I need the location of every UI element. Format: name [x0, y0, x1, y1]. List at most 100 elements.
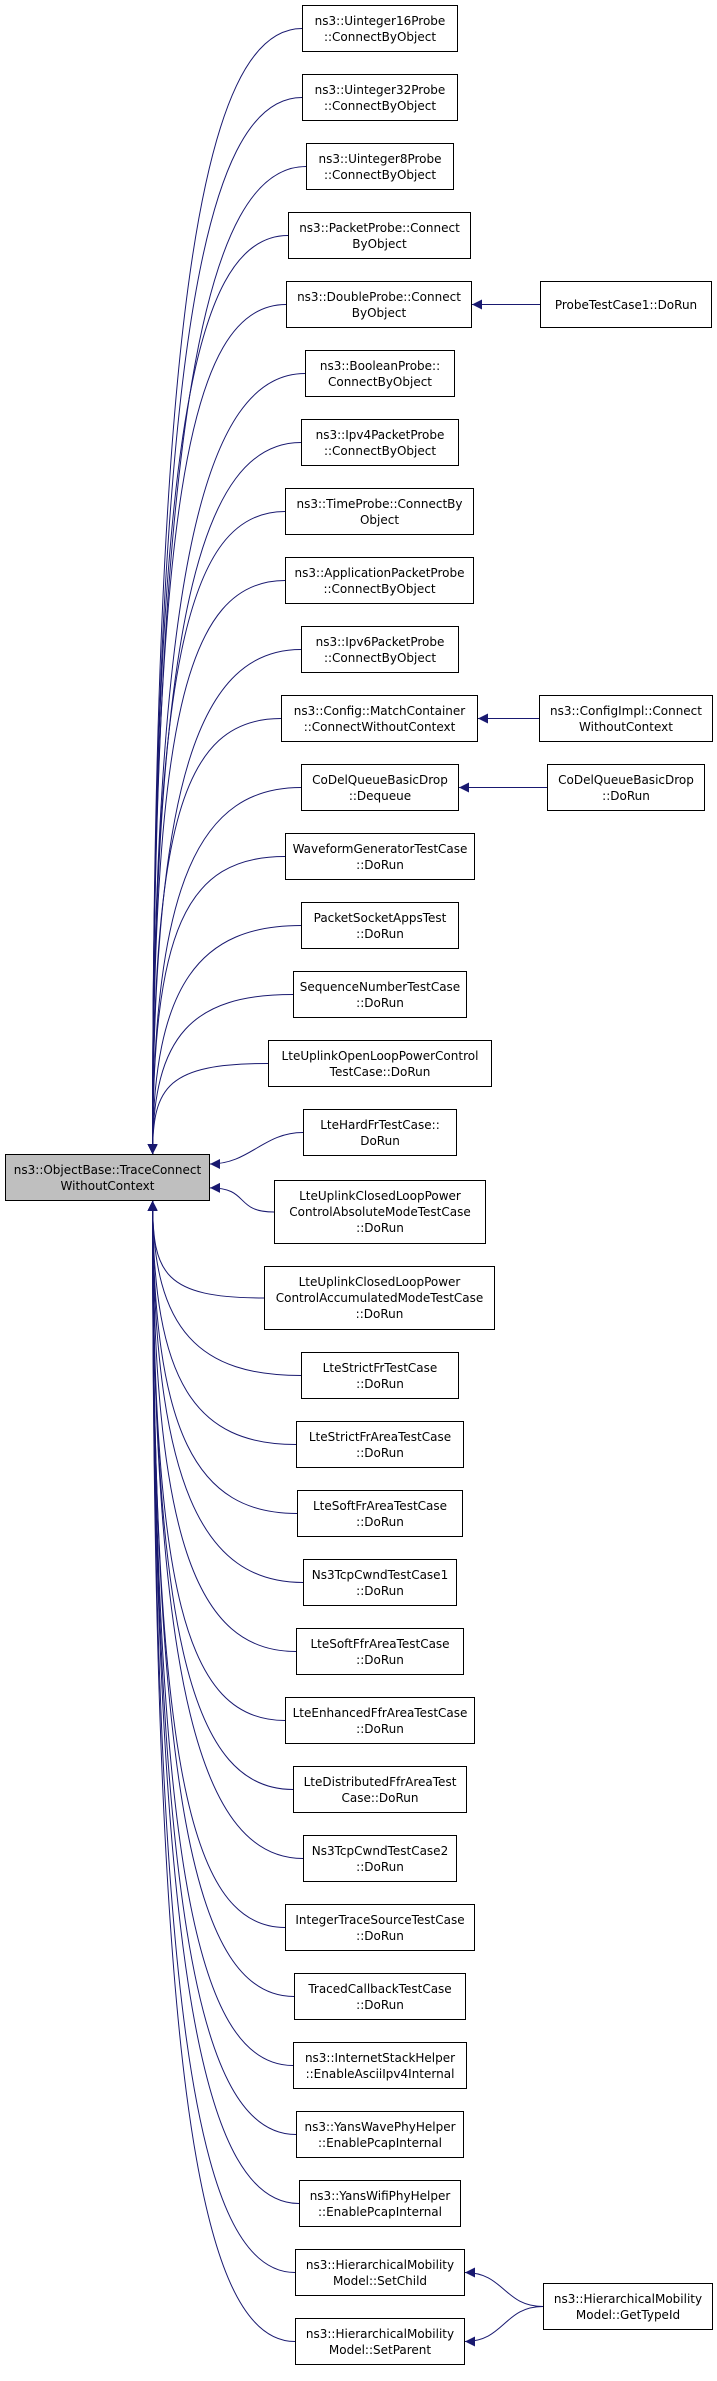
node-label-line: ::EnablePcapInternal [317, 2135, 442, 2150]
node-ipv6packetprobe-connectbyobject[interactable]: ns3::Ipv6PacketProbe::ConnectByObject [301, 626, 459, 673]
node-sequencenumbertestcase-dorun[interactable]: SequenceNumberTestCase::DoRun [293, 971, 467, 1018]
node-packetsocketappstest-dorun[interactable]: PacketSocketAppsTest::DoRun [301, 902, 459, 949]
node-yanswavephyhelper-enablepcapinternal[interactable]: ns3::YansWavePhyHelper::EnablePcapIntern… [296, 2111, 464, 2158]
node-label-line: ns3::Ipv4PacketProbe [315, 427, 445, 442]
node-codelqueuebasicdrop-dequeue[interactable]: CoDelQueueBasicDrop::Dequeue [301, 764, 459, 811]
edge-n13-to-root [147, 856, 286, 1155]
edge-m4-to-n33 [464, 2267, 544, 2307]
node-label-line: ns3::ApplicationPacketProbe [294, 565, 465, 580]
node-label-line: ::DoRun [356, 1583, 404, 1598]
edge-n12-to-root [147, 787, 302, 1155]
node-yanswifiphyhelper-enablepcapinternal[interactable]: ns3::YansWifiPhyHelper::EnablePcapIntern… [299, 2180, 461, 2227]
node-label-line: ::DoRun [356, 1997, 404, 2012]
node-label-line: DoRun [360, 1133, 400, 1148]
node-label-line: ns3::TimeProbe::ConnectBy [296, 496, 463, 511]
node-label-line: LteDistributedFfrAreaTest [303, 1774, 457, 1789]
edge-n29-to-root [147, 1200, 295, 1997]
node-label-line: ControlAccumulatedModeTestCase [275, 1291, 484, 1305]
node-label-line: Model::SetChild [332, 2273, 428, 2288]
node-uinteger16probe-connectbyobject[interactable]: ns3::Uinteger16Probe::ConnectByObject [302, 5, 458, 52]
node-label-line: ::DoRun [602, 788, 650, 803]
node-label-line: ::Dequeue [348, 788, 412, 803]
edge-n17-to-root [209, 1132, 304, 1169]
node-label-line: ControlAbsoluteModeTestCase [289, 1205, 471, 1219]
edge-n16-to-root [147, 1063, 269, 1155]
node-ns3tcpcwndtestcase1-dorun[interactable]: Ns3TcpCwndTestCase1::DoRun [303, 1559, 457, 1606]
node-ltesoftfrareatestcase-dorun[interactable]: LteSoftFrAreaTestCase::DoRun [297, 1490, 463, 1537]
edge-n22-to-root [147, 1200, 298, 1514]
node-codelqueuebasicdrop-dorun[interactable]: CoDelQueueBasicDrop::DoRun [547, 764, 705, 811]
node-label-line: ::DoRun [356, 1721, 404, 1736]
node-label-line: LteSoftFrAreaTestCase [312, 1498, 448, 1513]
node-label-line: TracedCallbackTestCase [308, 1981, 452, 1996]
node-ipv4packetprobe-connectbyobject[interactable]: ns3::Ipv4PacketProbe::ConnectByObject [301, 419, 459, 466]
node-label-line: LteSoftFfrAreaTestCase [310, 1636, 450, 1651]
node-label-line: Model::SetParent [328, 2342, 432, 2357]
node-label-line: CoDelQueueBasicDrop [558, 772, 694, 787]
node-label-line: ::EnableAsciiIpv4Internal [305, 2066, 455, 2081]
node-label-line: LteStrictFrAreaTestCase [308, 1429, 452, 1444]
node-label-line: Object [359, 512, 400, 527]
node-label-line: ::DoRun [356, 1221, 404, 1235]
node-ltesoftffrareatestcase-dorun[interactable]: LteSoftFfrAreaTestCase::DoRun [296, 1628, 464, 1675]
node-uinteger32probe-connectbyobject[interactable]: ns3::Uinteger32Probe::ConnectByObject [302, 74, 458, 121]
edge-n1-to-root [147, 28, 303, 1155]
node-label-line: ns3::HierarchicalMobility [305, 2326, 455, 2341]
node-label-line: ns3::PacketProbe::Connect [299, 220, 460, 235]
node-label-line: ::ConnectByObject [323, 98, 437, 113]
node-label-line: Case::DoRun [341, 1790, 419, 1805]
node-label-line: Ns3TcpCwndTestCase1 [311, 1567, 449, 1582]
node-label-line: ns3::ConfigImpl::Connect [550, 703, 702, 718]
node-label-line: ByObject [351, 305, 407, 320]
node-label-line: ::DoRun [356, 1445, 404, 1460]
node-label-line: LteUplinkClosedLoopPower [299, 1189, 461, 1203]
edge-n34-to-root [147, 1200, 296, 2342]
node-booleanprobe-connectbyobject[interactable]: ns3::BooleanProbe::ConnectByObject [305, 350, 455, 397]
node-config-matchcontainer-connectwithoutcontext[interactable]: ns3::Config::MatchContainer::ConnectWith… [281, 695, 478, 742]
node-label-line: ns3::Config::MatchContainer [293, 703, 466, 718]
node-label-line: ::ConnectByObject [323, 650, 437, 665]
node-label-line: ns3::YansWavePhyHelper [304, 2119, 456, 2134]
node-label-line: TestCase::DoRun [329, 1064, 431, 1079]
node-label-line: ns3::HierarchicalMobility [305, 2257, 455, 2272]
node-ns3tcpcwndtestcase2-dorun[interactable]: Ns3TcpCwndTestCase2::DoRun [303, 1835, 457, 1882]
node-label-line: WithoutContext [579, 719, 673, 734]
node-lteenhancedffrareatestcase-dorun[interactable]: LteEnhancedFfrAreaTestCase::DoRun [285, 1697, 475, 1744]
edge-n21-to-root [147, 1200, 297, 1445]
node-label-line: ::DoRun [356, 995, 404, 1010]
edge-n18-to-root [209, 1182, 275, 1213]
node-applicationpacketprobe-connectbyobject[interactable]: ns3::ApplicationPacketProbe::ConnectByOb… [285, 557, 474, 604]
node-ltestrictfrareatestcase-dorun[interactable]: LteStrictFrAreaTestCase::DoRun [296, 1421, 464, 1468]
node-probetestcase1-dorun[interactable]: ProbeTestCase1::DoRun [540, 281, 712, 328]
edge-n30-to-root [147, 1200, 294, 2066]
edge-n32-to-root [147, 1200, 300, 2204]
node-internetstackhelper-enableasciiipv4internal[interactable]: ns3::InternetStackHelper::EnableAsciiIpv… [293, 2042, 467, 2089]
node-label-line: LteEnhancedFfrAreaTestCase [292, 1705, 468, 1720]
edge-n19-to-root [147, 1200, 265, 1299]
node-label-line: IntegerTraceSourceTestCase [295, 1912, 465, 1927]
edge-n3-to-root [147, 166, 307, 1155]
node-uinteger8probe-connectbyobject[interactable]: ns3::Uinteger8Probe::ConnectByObject [306, 143, 454, 190]
node-label-line: PacketSocketAppsTest [313, 910, 447, 925]
node-label-line: ::EnablePcapInternal [317, 2204, 442, 2219]
node-waveformgeneratortestcase-dorun[interactable]: WaveformGeneratorTestCase::DoRun [285, 833, 475, 880]
node-label-line: ns3::BooleanProbe:: [319, 358, 441, 373]
node-tracedcallbacktestcase-dorun[interactable]: TracedCallbackTestCase::DoRun [294, 1973, 466, 2020]
edge-n20-to-root [147, 1200, 302, 1376]
node-ltestrictfrtestcase-dorun[interactable]: LteStrictFrTestCase::DoRun [301, 1352, 459, 1399]
node-integertracesourcetestcase-dorun[interactable]: IntegerTraceSourceTestCase::DoRun [285, 1904, 475, 1951]
node-label-line: ns3::YansWifiPhyHelper [309, 2188, 451, 2203]
node-ltehardfrtestcase-dorun[interactable]: LteHardFrTestCase::DoRun [303, 1109, 457, 1156]
edge-n11-to-root [147, 718, 282, 1155]
